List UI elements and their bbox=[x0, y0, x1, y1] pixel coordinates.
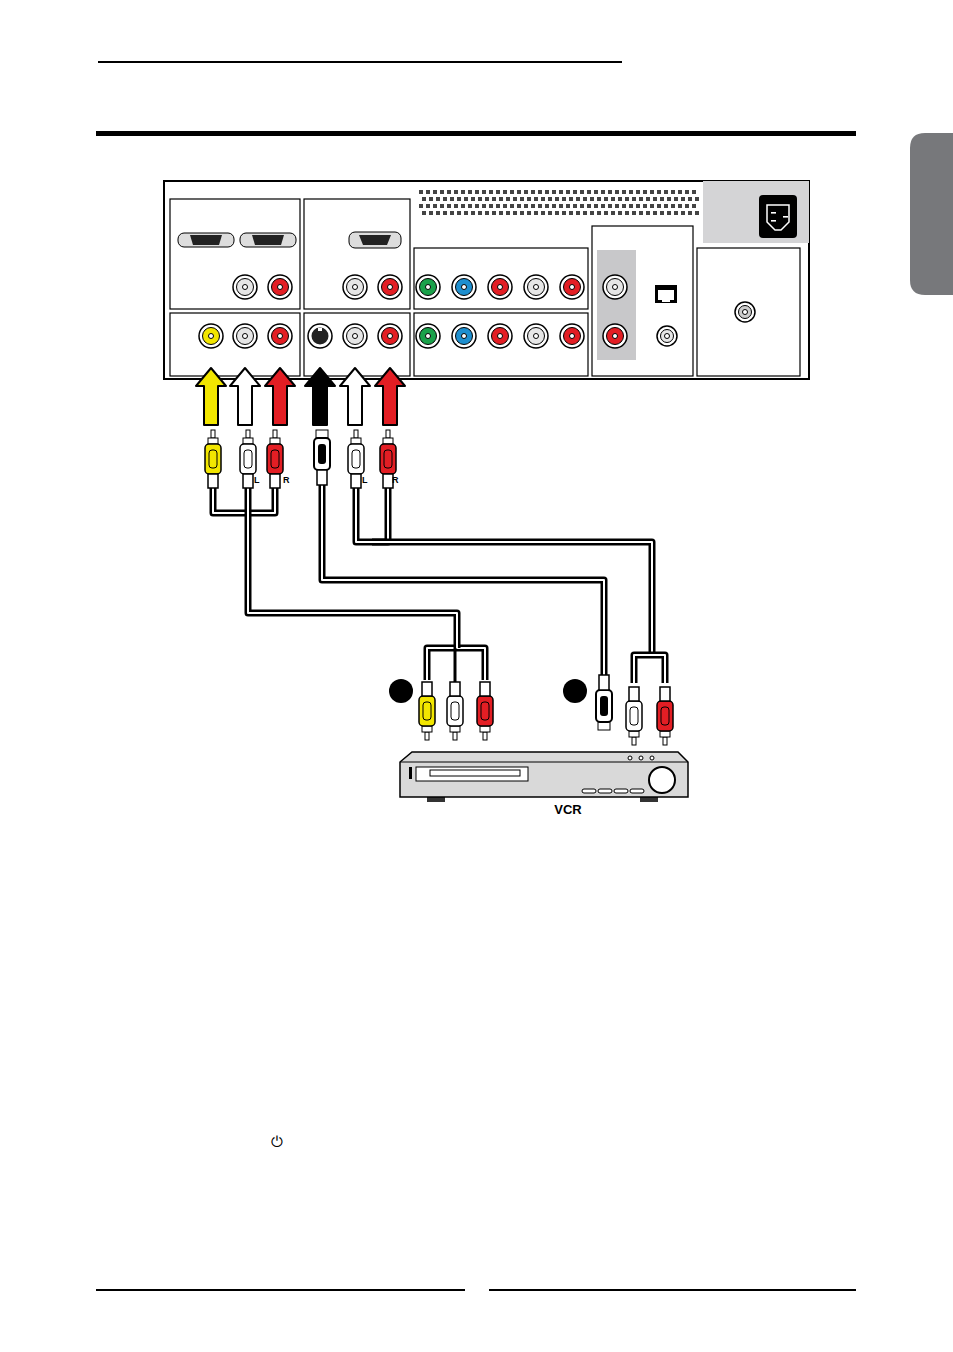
channel-label: L bbox=[254, 476, 260, 485]
rule bbox=[98, 61, 622, 63]
rca-plug bbox=[205, 430, 673, 745]
rule bbox=[96, 1289, 465, 1291]
signal-arrow bbox=[196, 368, 405, 425]
channel-label: R bbox=[392, 476, 399, 485]
callout-circle bbox=[389, 679, 413, 703]
cable bbox=[213, 485, 665, 683]
rule bbox=[489, 1289, 856, 1291]
device-name: VCR bbox=[554, 803, 581, 816]
vcr-device bbox=[400, 752, 688, 802]
tv-back-panel bbox=[164, 181, 809, 379]
channel-label: R bbox=[283, 476, 290, 485]
side-tab bbox=[910, 133, 953, 295]
channel-label: L bbox=[362, 476, 368, 485]
power-symbol: ⏻ bbox=[271, 1135, 283, 1150]
callout-circle bbox=[563, 679, 587, 703]
rule bbox=[96, 131, 856, 136]
